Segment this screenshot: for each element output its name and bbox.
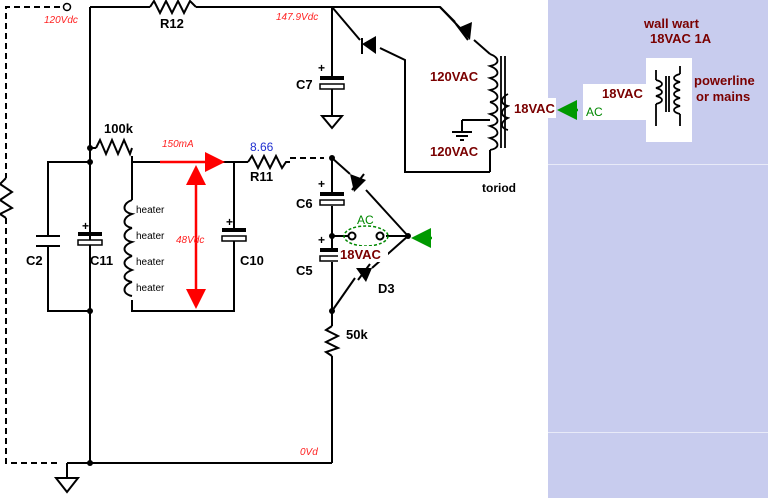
primary-120vac-bottom: 120VAC: [430, 144, 479, 159]
panel-divider: [548, 432, 768, 433]
voltage-48vdc: 48Vdc: [176, 235, 205, 246]
transformer-diode: [455, 22, 472, 41]
heater-label: heater: [136, 231, 165, 242]
svg-text:+: +: [226, 215, 233, 229]
heater-label: heater: [136, 283, 165, 294]
main-ground-symbol: [53, 477, 81, 494]
center-18vac-box: [338, 246, 388, 262]
voltage-120vdc: 120Vdc: [44, 15, 78, 26]
c5-label: C5: [296, 263, 313, 278]
r11-label: R11: [250, 169, 274, 184]
r12-label: R12: [160, 16, 184, 31]
wart-18vac: 18VAC: [602, 86, 643, 101]
secondary-18vac-box: [510, 98, 556, 118]
bridge-diode-top: [350, 173, 366, 192]
c7-ground-symbol: [319, 115, 345, 130]
terminal-node: [62, 2, 72, 12]
center-18vac: 18VAC: [340, 247, 381, 262]
c10-capacitor: +: [221, 215, 247, 242]
c7-label: C7: [296, 77, 313, 92]
c7-diode: [361, 36, 376, 54]
d3-diode: [356, 263, 372, 282]
c2-label: C2: [26, 253, 43, 268]
r11-resistor: [247, 153, 290, 171]
ac-center-loop: [343, 225, 389, 247]
wall-wart-transformer: [655, 66, 681, 126]
powerline-label: powerline: [694, 73, 755, 88]
r12-resistor: [149, 0, 197, 16]
voltage-0v: 0Vd: [300, 447, 318, 458]
r11-value: 8.66: [250, 140, 274, 154]
c7-capacitor: +: [318, 61, 345, 90]
c6-capacitor: +: [318, 177, 345, 206]
secondary-18vac: 18VAC: [514, 101, 555, 116]
svg-text:+: +: [318, 233, 325, 247]
voltage-147vdc: 147.9Vdc: [276, 12, 319, 23]
left-resistor: [0, 177, 14, 219]
d3-label: D3: [378, 281, 395, 296]
c11-capacitor: +: [77, 219, 103, 246]
100k-resistor: [95, 137, 133, 157]
ac-right-label: AC: [586, 105, 603, 119]
wart-18vac-box: [583, 84, 647, 120]
mains-label: or mains: [696, 89, 751, 104]
svg-text:+: +: [318, 177, 325, 191]
toroid-transformer: [486, 53, 511, 151]
c10-label: C10: [240, 253, 264, 268]
c2-capacitor: [36, 235, 60, 247]
heater-label: heater: [136, 257, 165, 268]
ac-center-label: AC: [357, 213, 374, 227]
heater-coils: [123, 162, 136, 297]
c6-label: C6: [296, 196, 313, 211]
wall-wart-rating: 18VAC 1A: [650, 31, 712, 46]
current-label: 150mA: [162, 139, 194, 150]
50k-label: 50k: [346, 327, 368, 342]
heater-label: heater: [136, 205, 165, 216]
transformer-ground-symbol: [452, 131, 472, 141]
panel-divider: [548, 164, 768, 165]
c11-label: C11: [90, 253, 114, 268]
svg-text:+: +: [82, 219, 89, 233]
top-rail-wire: [196, 6, 461, 29]
wall-wart-title: wall wart: [644, 16, 699, 31]
50k-resistor: [323, 325, 341, 357]
primary-120vac-top: 120VAC: [430, 69, 479, 84]
100k-label: 100k: [104, 121, 133, 136]
svg-text:+: +: [318, 61, 325, 75]
junction-dots: [87, 145, 411, 466]
toroid-label: toriod: [482, 181, 516, 195]
